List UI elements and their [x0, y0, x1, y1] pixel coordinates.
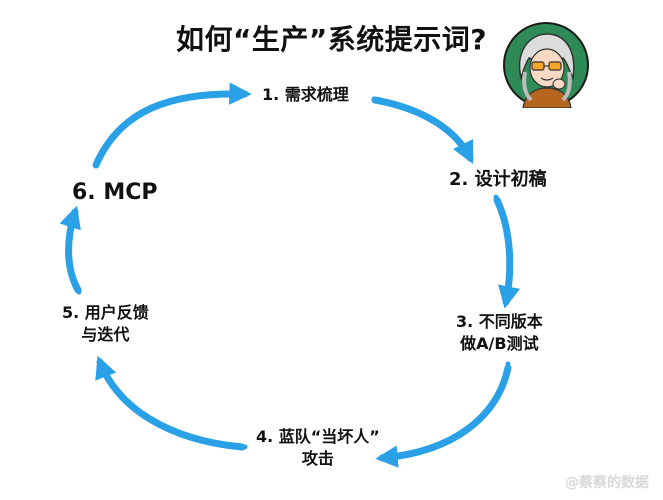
step-6-line-1: 6. MCP [72, 180, 158, 205]
step-4-blue-team-attack: 4. 蓝队“当坏人” 攻击 [256, 426, 380, 469]
arrow-4-to-5 [95, 355, 246, 451]
step-1-requirements: 1. 需求梳理 [262, 84, 349, 106]
step-5-feedback-iteration: 5. 用户反馈 与迭代 [62, 302, 149, 345]
tail-dot [94, 157, 100, 163]
step-1-line-1: 1. 需求梳理 [262, 85, 349, 104]
tail-dot [371, 96, 377, 102]
diagram-title: 如何“生产”系统提示词? [175, 23, 488, 56]
step-3-line-1: 3. 不同版本 [456, 312, 543, 331]
arrow-5-to-6 [59, 205, 82, 294]
step-2-line-1: 2. 设计初稿 [449, 169, 547, 190]
step-6-mcp: 6. MCP [72, 178, 158, 208]
tail-dot [505, 361, 511, 367]
tail-dot [76, 289, 82, 295]
tail-dot [493, 194, 499, 200]
step-4-line-2: 攻击 [301, 448, 334, 468]
arrow-1-to-2 [371, 96, 474, 165]
arrow-3-to-4 [375, 364, 512, 468]
step-3-ab-testing: 3. 不同版本 做A/B测试 [456, 311, 543, 354]
step-5-line-2: 与迭代 [81, 324, 130, 344]
step-3-line-2: 做A/B测试 [460, 333, 539, 353]
arrow-6-to-1 [92, 82, 252, 169]
tail-dot [242, 444, 248, 450]
avatar-icon [503, 22, 589, 108]
watermark: @蔡蔡的数据 [565, 475, 649, 491]
step-4-line-1: 4. 蓝队“当坏人” [256, 427, 380, 446]
step-5-line-1: 5. 用户反馈 [62, 303, 149, 322]
step-2-draft-design: 2. 设计初稿 [449, 168, 547, 192]
arrow-2-to-3 [493, 196, 521, 309]
